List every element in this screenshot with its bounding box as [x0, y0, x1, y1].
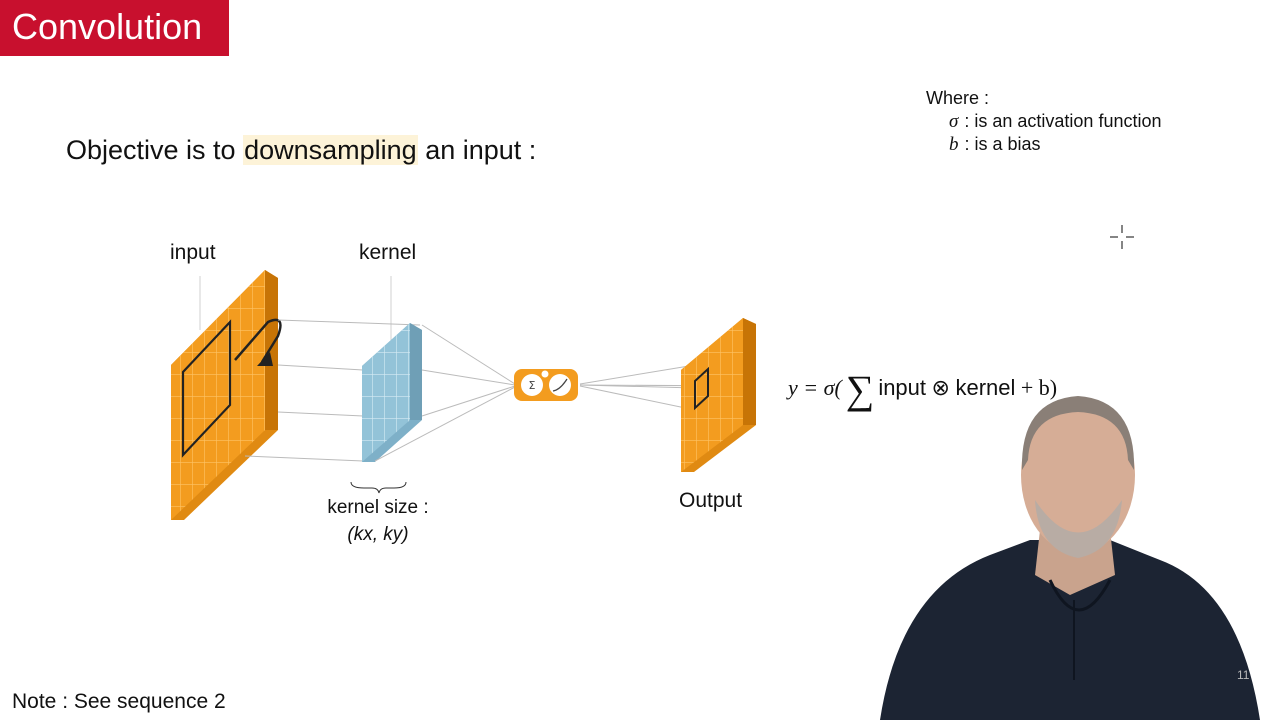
formula-sum: ∑ [845, 367, 875, 412]
footer-note: Note : See sequence 2 [12, 690, 226, 713]
kernel-size-value: (kx, ky) [347, 524, 409, 545]
sigma-symbol: σ [949, 111, 959, 132]
kernel-size-label: kernel size : [327, 497, 429, 518]
input-kernel-connections [244, 319, 421, 462]
objective-suffix: an input : [417, 135, 537, 165]
crosshair-cursor-icon [1110, 225, 1134, 249]
formula-lhs: y = σ( [788, 375, 842, 400]
output-grid [681, 318, 756, 472]
where-label: Where : [926, 88, 990, 108]
input-grid [171, 270, 282, 520]
kernel-grid [362, 323, 422, 462]
bias-symbol: b [949, 134, 959, 155]
svg-text:Σ: Σ [529, 379, 536, 392]
objective-text: Objective is to downsampling an input : [66, 130, 536, 170]
objective-highlight: downsampling [243, 135, 418, 165]
formula-input: input [878, 375, 927, 400]
convolution-formula: y = σ(∑input ⊗ kernel + b) [788, 370, 1058, 410]
slide-title: Convolution [0, 0, 229, 56]
kernel-size-text: kernel size : (kx, ky) [318, 494, 438, 548]
formula-kernel: kernel [955, 375, 1016, 400]
objective-prefix: Objective is to [66, 135, 244, 165]
sigma-text: : is an activation function [964, 111, 1162, 131]
legend-bias-row: b: is a bias [926, 133, 1162, 156]
legend-where: Where : σ: is an activation function b: … [926, 87, 1162, 156]
bias-text: : is a bias [964, 134, 1041, 154]
kernel-label: kernel [359, 241, 417, 264]
slide-number: 11 [1237, 668, 1250, 682]
formula-bias: + b) [1015, 375, 1058, 400]
input-label: input [170, 241, 216, 264]
kernel-size-brace [350, 481, 407, 494]
formula-op: ⊗ [926, 375, 956, 400]
legend-sigma-row: σ: is an activation function [926, 110, 1162, 133]
sum-activation-neuron-icon: Σ [514, 369, 578, 401]
output-label: Output [679, 489, 743, 512]
presenter-video [880, 396, 1260, 720]
